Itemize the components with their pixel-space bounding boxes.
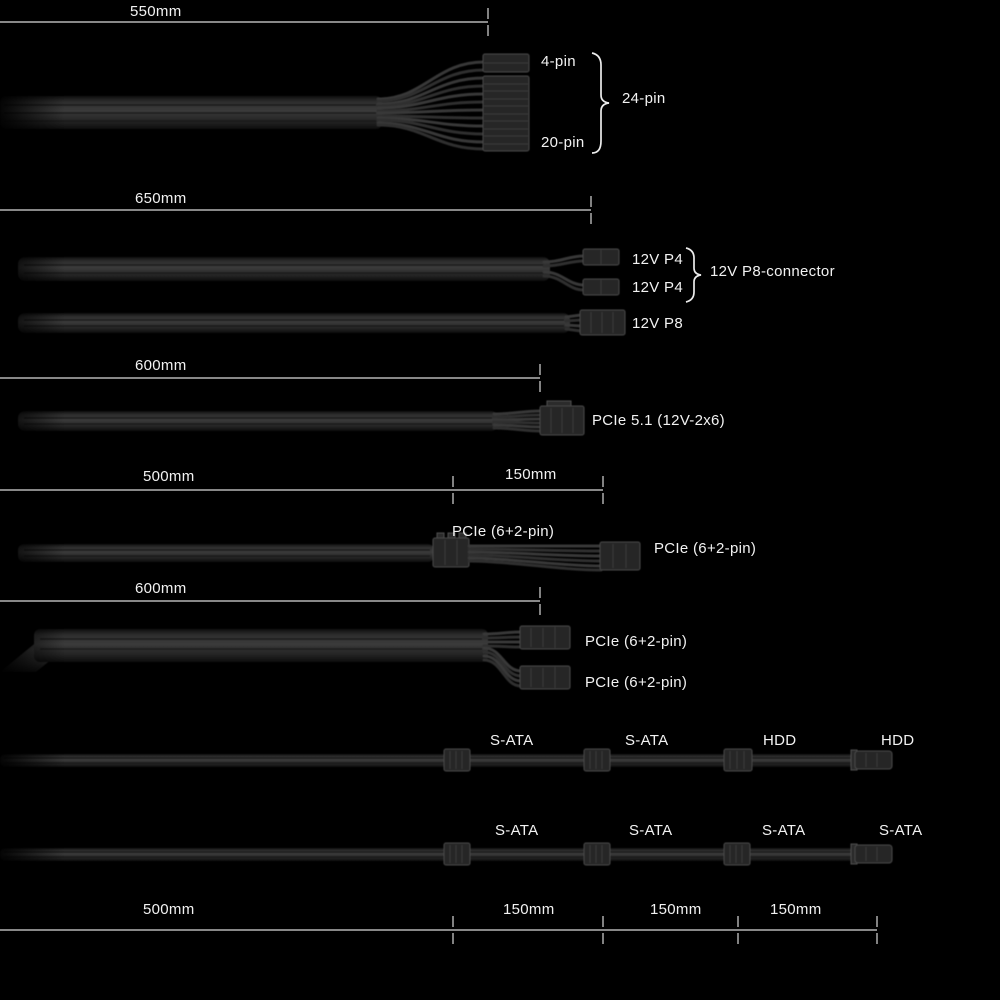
left-fade	[0, 40, 64, 960]
label-pcie-dual-bottom: PCIe (6+2-pin)	[585, 674, 688, 691]
brace-p8-icon	[685, 247, 702, 303]
connector-sata-inline	[583, 842, 611, 866]
connector-hdd-end	[854, 750, 893, 770]
label-sata-6: S-ATA	[879, 822, 923, 839]
cable-peripheral-sata	[0, 842, 893, 866]
measure-label-cpu: 650mm	[135, 190, 187, 207]
label-12v-p4-top: 12V P4	[632, 251, 684, 268]
connector-hdd-inline	[723, 748, 753, 772]
connector-sata-inline	[583, 748, 611, 772]
label-hdd-2: HDD	[881, 732, 915, 749]
cable-peripheral-sata-hdd	[0, 748, 893, 772]
cable-cpu-p8	[18, 309, 626, 336]
connector-sata-inline	[443, 748, 471, 772]
connector-pcie-inline	[432, 537, 470, 568]
connector-sata-end	[854, 844, 893, 864]
measure-label-bottom-150b: 150mm	[650, 901, 702, 918]
measure-label-pcie51: 600mm	[135, 357, 187, 374]
connector-pcie-dual-bottom	[519, 665, 571, 690]
measure-label-pcie-dual: 600mm	[135, 580, 187, 597]
brace-24pin-icon	[591, 52, 610, 154]
label-12v-p8: 12V P8	[632, 315, 684, 332]
label-pcie-dual-top: PCIe (6+2-pin)	[585, 633, 688, 650]
measure-label-pcie-ext: 150mm	[505, 466, 557, 483]
label-sata-5: S-ATA	[762, 822, 806, 839]
connector-sata-inline	[443, 842, 471, 866]
label-sata-4: S-ATA	[629, 822, 673, 839]
label-24pin: 24-pin	[622, 90, 666, 107]
label-4pin: 4-pin	[541, 53, 576, 70]
cable-pcie-5-1	[18, 400, 585, 436]
connector-pcie-end	[599, 541, 641, 571]
measure-label-bottom-150a: 150mm	[503, 901, 555, 918]
label-pcie51: PCIe 5.1 (12V-2x6)	[592, 412, 725, 429]
cable-atx-24pin	[0, 53, 530, 152]
cable-pcie-dual	[0, 625, 571, 690]
cable-pcie-daisy-chain	[18, 532, 641, 572]
label-12v-p4-bottom: 12V P4	[632, 279, 684, 296]
measurement-lines	[0, 8, 878, 944]
label-20pin: 20-pin	[541, 134, 585, 151]
label-pcie-inline: PCIe (6+2-pin)	[452, 523, 555, 540]
label-sata-3: S-ATA	[495, 822, 539, 839]
label-pcie-end: PCIe (6+2-pin)	[654, 540, 757, 557]
cable-cpu-dual-p4	[18, 248, 620, 296]
connector-pcie-dual-top	[519, 625, 571, 650]
label-12v-p8-group: 12V P8-connector	[710, 263, 835, 280]
label-hdd-1: HDD	[763, 732, 797, 749]
label-sata-2: S-ATA	[625, 732, 669, 749]
label-sata-1: S-ATA	[490, 732, 534, 749]
measure-label-pcie-main: 500mm	[143, 468, 195, 485]
connector-sata-inline	[723, 842, 751, 866]
measure-label-bottom-150c: 150mm	[770, 901, 822, 918]
measure-label-atx: 550mm	[130, 3, 182, 20]
measure-label-bottom-500: 500mm	[143, 901, 195, 918]
